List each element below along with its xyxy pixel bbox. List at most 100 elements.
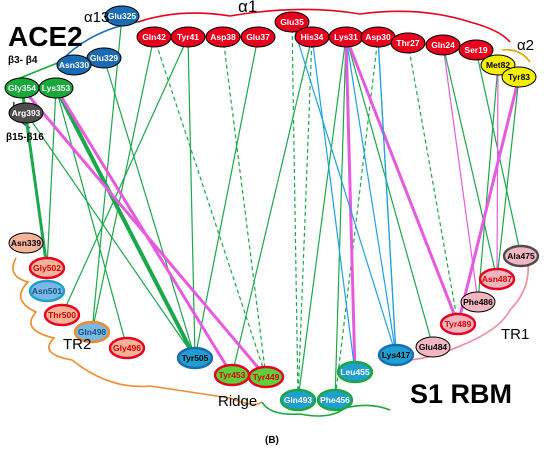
- residue-asp30: Asp30: [360, 26, 396, 48]
- residue-node-shape: [108, 336, 146, 360]
- residue-tyr41: Tyr41: [170, 26, 206, 48]
- residue-gln42: Gln42: [136, 26, 172, 48]
- label-alpha2: α2: [517, 37, 534, 54]
- residue-label: Tyr83: [508, 72, 530, 82]
- contact-line: [46, 87, 57, 269]
- residue-label: Lys31: [334, 32, 358, 42]
- contact-line: [475, 49, 522, 257]
- residue-node-shape: [28, 256, 66, 280]
- highlight-contact-line: [344, 35, 357, 374]
- residue-asn487: Asn487: [478, 267, 516, 291]
- residue-node-shape: [478, 267, 516, 291]
- residue-glu35: Glu35: [274, 11, 310, 33]
- backbone-alpha2: [501, 48, 531, 63]
- residue-label: Glu325: [108, 11, 137, 21]
- contact-line: [334, 36, 347, 401]
- highlight-contact-line: [496, 64, 499, 280]
- residue-tyr83: Tyr83: [501, 66, 537, 88]
- residue-node-shape: [56, 54, 92, 76]
- residue-label: Gly496: [113, 343, 141, 353]
- residue-node-shape: [73, 320, 111, 344]
- residue-label: Gln42: [142, 32, 166, 42]
- contact-line: [91, 36, 155, 333]
- residue-tyr449: Tyr449: [247, 365, 285, 389]
- residue-node-shape: [247, 365, 285, 389]
- residue-label: Leu455: [340, 367, 370, 377]
- residue-label: Tyr489: [445, 319, 472, 329]
- contact-line: [297, 36, 313, 401]
- residue-gly496: Gly496: [108, 336, 146, 360]
- contact-line: [334, 36, 379, 401]
- residue-arg393: Arg393: [8, 102, 44, 124]
- residue-tyr489: Tyr489: [439, 312, 477, 336]
- contact-line: [25, 112, 196, 359]
- residue-node-shape: [415, 336, 451, 358]
- residue-gln493: Gln493: [279, 388, 317, 412]
- residue-node-shape: [8, 102, 44, 124]
- contact-line: [442, 44, 498, 280]
- contact-line: [496, 76, 520, 280]
- residue-label: Asn330: [59, 60, 90, 70]
- residue-gly354: Gly354: [4, 77, 40, 99]
- highlight-contact-line: [311, 36, 356, 373]
- contact-line: [103, 57, 196, 359]
- residue-label: His34: [301, 32, 324, 42]
- residue-label: Ser19: [464, 45, 487, 55]
- residue-label: Asn501: [32, 286, 63, 296]
- backbone-alpha1: [137, 8, 511, 43]
- residue-lys31: Lys31: [328, 26, 364, 48]
- residue-node-shape: [176, 346, 214, 370]
- backbone-beta34: [19, 61, 61, 79]
- residue-leu455: Leu455: [336, 360, 374, 384]
- highlight-contact-line: [377, 36, 397, 356]
- contact-line: [345, 36, 434, 348]
- residue-lys417: Lys417: [377, 343, 415, 367]
- residue-gln498: Gln498: [73, 320, 111, 344]
- residue-glu329: Glu329: [86, 47, 122, 69]
- contact-line: [291, 21, 299, 401]
- residue-node-shape: [205, 26, 241, 48]
- label-tr2: TR2: [63, 336, 91, 353]
- residue-node-shape: [377, 343, 415, 367]
- residue-ser19: Ser19: [458, 39, 494, 61]
- highlight-contact-line: [54, 86, 197, 360]
- residue-node-shape: [38, 77, 74, 99]
- ace2-title: ACE2: [8, 21, 83, 52]
- residue-label: Thr500: [48, 310, 76, 320]
- highlight-lines: [20, 21, 521, 379]
- residue-node-shape: [458, 39, 494, 61]
- residue-phe486: Phe486: [460, 291, 496, 313]
- contact-line: [222, 36, 267, 378]
- residue-label: Met82: [486, 60, 510, 70]
- label-ridge: Ridge: [218, 393, 257, 410]
- residue-label: Tyr505: [182, 353, 209, 363]
- residue-node-shape: [460, 291, 496, 313]
- residue-label: Gly502: [33, 263, 61, 273]
- residue-node-shape: [390, 32, 426, 54]
- residue-label: Arg393: [12, 108, 41, 118]
- residue-glu37: Glu37: [240, 26, 276, 48]
- residue-node-shape: [104, 5, 140, 27]
- residue-label: Glu37: [246, 32, 270, 42]
- residue-node-shape: [240, 26, 276, 48]
- label-beta3-4: β3- β4: [8, 55, 38, 66]
- contact-line: [61, 36, 189, 316]
- contact-line: [153, 36, 267, 378]
- residue-label: Tyr453: [219, 370, 246, 380]
- residue-tyr505: Tyr505: [176, 346, 214, 370]
- residue-node-shape: [279, 388, 317, 412]
- residue-node-shape: [336, 360, 374, 384]
- residue-asn330: Asn330: [56, 54, 92, 76]
- highlight-contact-line: [20, 86, 268, 379]
- highlight-contact-line: [291, 21, 397, 356]
- residue-node-shape: [425, 34, 461, 56]
- residue-label: Asn339: [11, 238, 42, 248]
- residue-asn501: Asn501: [28, 279, 66, 303]
- residue-node-shape: [274, 11, 310, 33]
- highlight-contact-line: [456, 75, 521, 326]
- highlight-contact-line: [344, 35, 460, 326]
- residue-label: Asp30: [365, 32, 391, 42]
- contact-line: [407, 42, 459, 325]
